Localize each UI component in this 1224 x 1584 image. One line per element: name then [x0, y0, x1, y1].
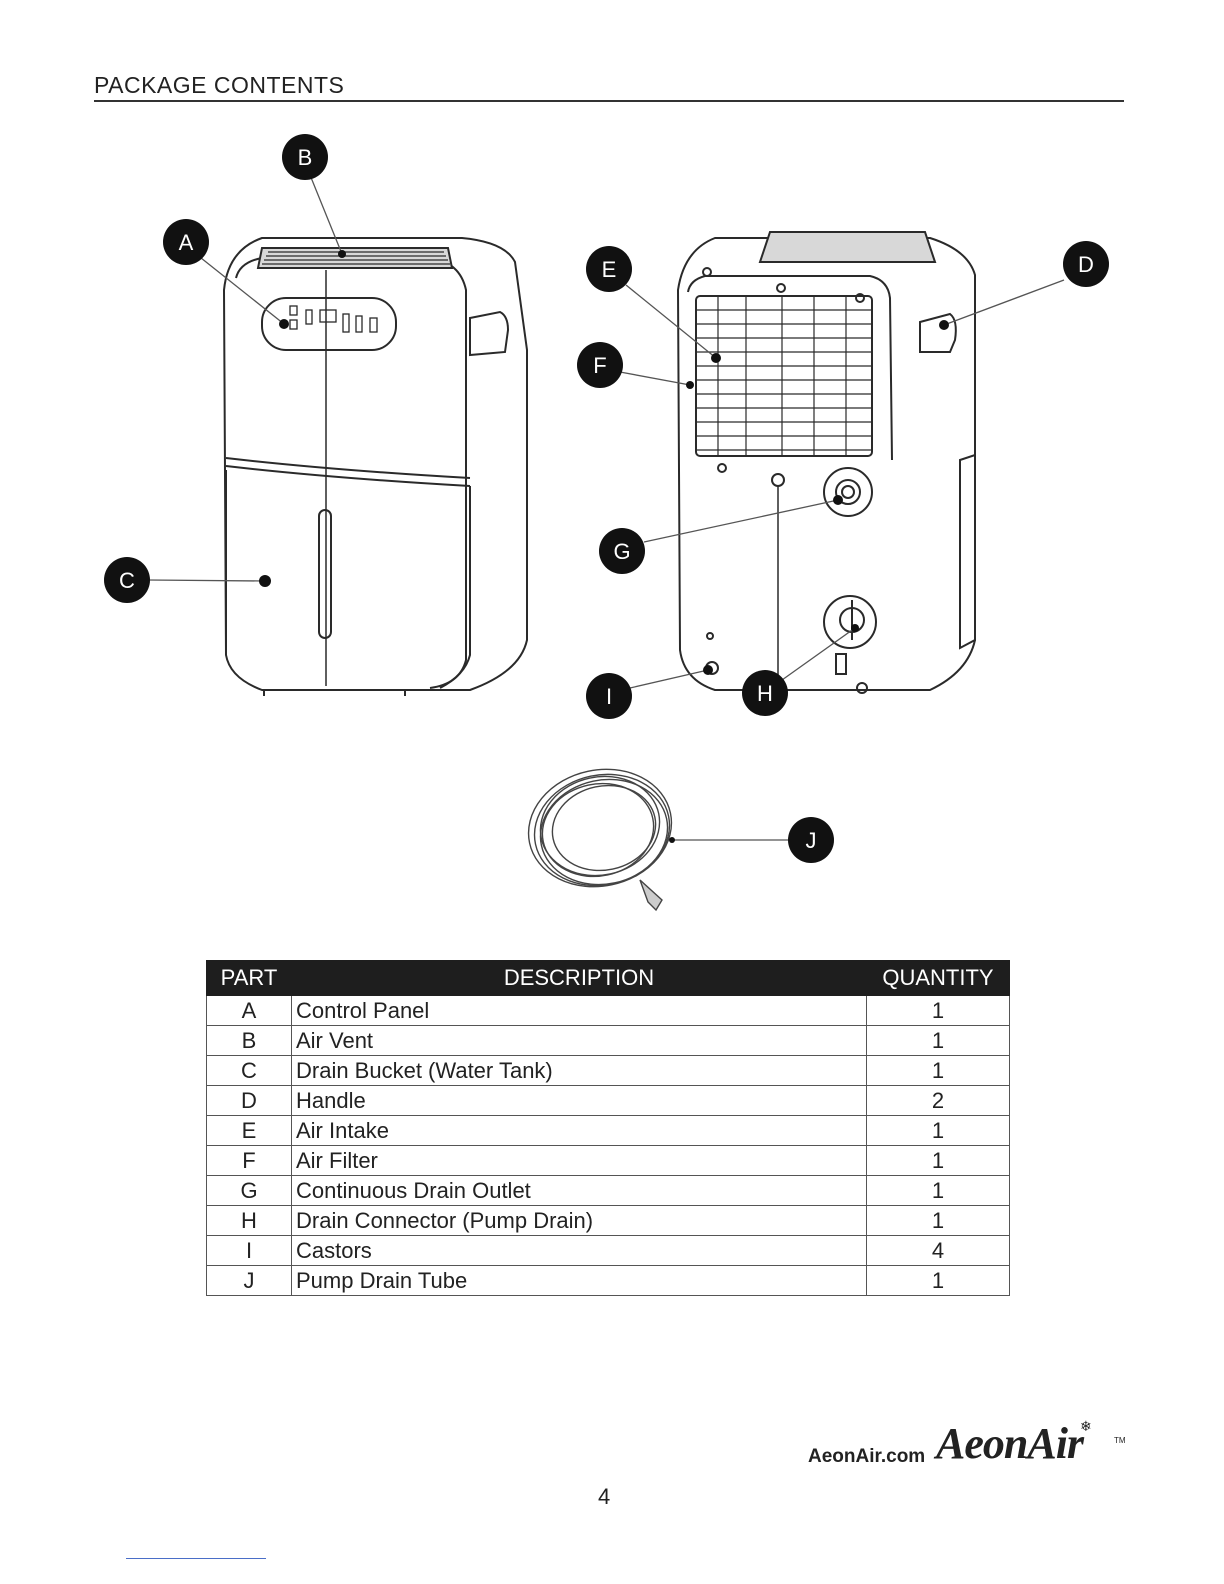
brand-logo: AeonAir [936, 1418, 1083, 1469]
description-cell: Castors [292, 1236, 867, 1266]
callout-d: D [1063, 241, 1109, 287]
front-unit-illustration [224, 238, 527, 696]
callout-c: C [104, 557, 150, 603]
callout-i: I [586, 673, 632, 719]
table-row: I Castors 4 [207, 1236, 1010, 1266]
bottom-divider [126, 1558, 266, 1559]
svg-text:B: B [298, 145, 313, 170]
table-row: D Handle 2 [207, 1086, 1010, 1116]
callout-b: B [282, 134, 328, 180]
quantity-cell: 1 [867, 1056, 1010, 1086]
quantity-cell: 2 [867, 1086, 1010, 1116]
description-cell: Air Vent [292, 1026, 867, 1056]
description-cell: Continuous Drain Outlet [292, 1176, 867, 1206]
svg-text:F: F [593, 353, 606, 378]
footer-website: AeonAir.com [808, 1446, 925, 1468]
svg-text:H: H [757, 681, 773, 706]
quantity-cell: 1 [867, 1026, 1010, 1056]
header-description: DESCRIPTION [292, 961, 867, 996]
drain-tube-coil-illustration [518, 756, 683, 910]
callout-f: F [577, 342, 623, 388]
part-cell: F [207, 1146, 292, 1176]
table-row: J Pump Drain Tube 1 [207, 1266, 1010, 1296]
control-panel-buttons [290, 306, 377, 332]
description-cell: Pump Drain Tube [292, 1266, 867, 1296]
quantity-cell: 1 [867, 1176, 1010, 1206]
part-cell: H [207, 1206, 292, 1236]
svg-text:G: G [613, 539, 630, 564]
part-cell: J [207, 1266, 292, 1296]
part-cell: C [207, 1056, 292, 1086]
quantity-cell: 1 [867, 1146, 1010, 1176]
part-cell: B [207, 1026, 292, 1056]
callout-h: H [742, 670, 788, 716]
part-cell: A [207, 996, 292, 1026]
quantity-cell: 1 [867, 1266, 1010, 1296]
part-cell: I [207, 1236, 292, 1266]
header-quantity: QUANTITY [867, 961, 1010, 996]
part-cell: G [207, 1176, 292, 1206]
product-diagram: A B C D E F G H [0, 0, 1224, 940]
callout-e: E [586, 246, 632, 292]
description-cell: Air Filter [292, 1146, 867, 1176]
table-row: H Drain Connector (Pump Drain) 1 [207, 1206, 1010, 1236]
quantity-cell: 4 [867, 1236, 1010, 1266]
callout-j: J [788, 817, 834, 863]
svg-text:J: J [806, 828, 817, 853]
description-cell: Air Intake [292, 1116, 867, 1146]
trademark-mark: TM [1114, 1436, 1126, 1445]
table-row: B Air Vent 1 [207, 1026, 1010, 1056]
svg-text:D: D [1078, 252, 1094, 277]
table-header-row: PART DESCRIPTION QUANTITY [207, 961, 1010, 996]
callout-g: G [599, 528, 645, 574]
callout-markers: A B C D E F G H [104, 134, 1109, 863]
table-row: A Control Panel 1 [207, 996, 1010, 1026]
quantity-cell: 1 [867, 1116, 1010, 1146]
table-row: F Air Filter 1 [207, 1146, 1010, 1176]
table-row: C Drain Bucket (Water Tank) 1 [207, 1056, 1010, 1086]
table-row: E Air Intake 1 [207, 1116, 1010, 1146]
part-cell: E [207, 1116, 292, 1146]
description-cell: Control Panel [292, 996, 867, 1026]
quantity-cell: 1 [867, 996, 1010, 1026]
header-part: PART [207, 961, 292, 996]
air-intake-grille [696, 296, 872, 456]
part-cell: D [207, 1086, 292, 1116]
description-cell: Drain Connector (Pump Drain) [292, 1206, 867, 1236]
description-cell: Handle [292, 1086, 867, 1116]
callout-a: A [163, 219, 209, 265]
table-row: G Continuous Drain Outlet 1 [207, 1176, 1010, 1206]
svg-text:I: I [606, 684, 612, 709]
quantity-cell: 1 [867, 1206, 1010, 1236]
svg-text:C: C [119, 568, 135, 593]
svg-text:A: A [179, 230, 194, 255]
svg-text:E: E [602, 257, 617, 282]
description-cell: Drain Bucket (Water Tank) [292, 1056, 867, 1086]
back-unit-illustration [678, 232, 975, 693]
parts-table: PART DESCRIPTION QUANTITY A Control Pane… [206, 960, 1010, 1296]
page-number: 4 [598, 1484, 610, 1510]
